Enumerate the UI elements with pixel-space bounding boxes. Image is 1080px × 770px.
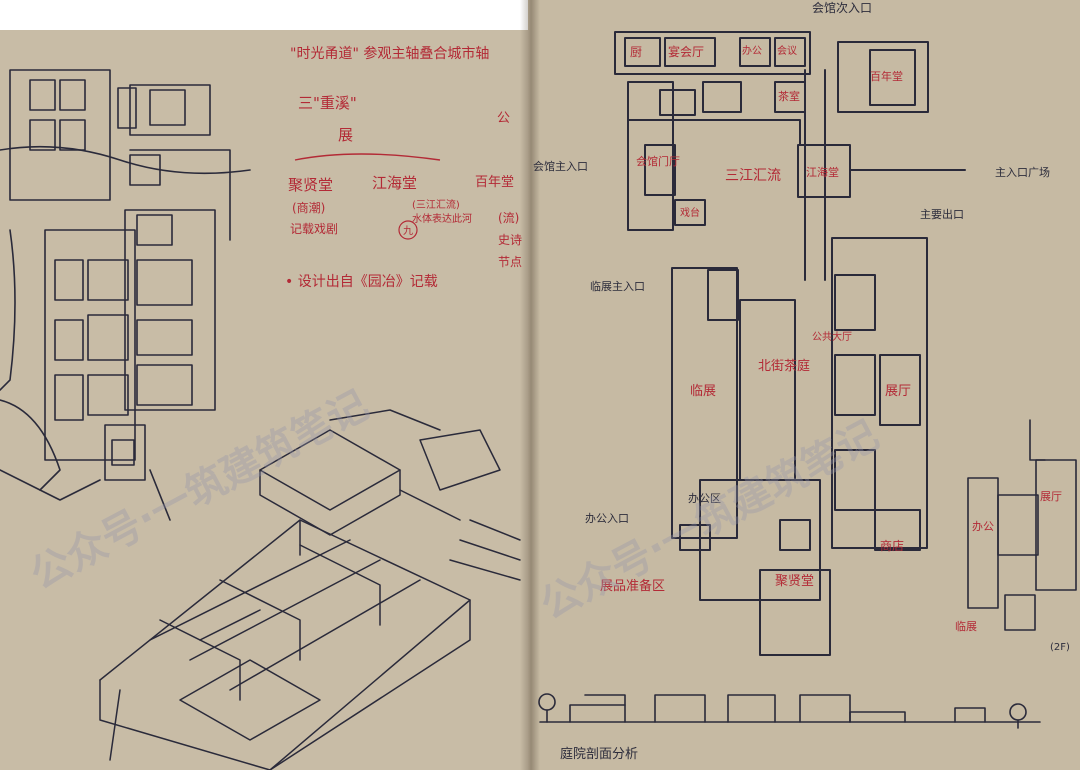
note-circle [398, 220, 418, 240]
note-sub-a1: (商潮) [292, 200, 325, 215]
note-sub-a2: 记载戏剧 [290, 222, 338, 236]
label-entrance-left: 会馆主入口 [533, 159, 588, 173]
note-circle-num: 九 [403, 225, 413, 237]
book-gutter [520, 0, 540, 770]
label-office-entrance: 办公入口 [585, 512, 629, 525]
left-plan-sketch [0, 69, 251, 521]
label-juxian-hall: 聚贤堂 [775, 574, 814, 589]
label-tea: 茶室 [778, 89, 800, 103]
note-sub-c0: 公 [497, 111, 510, 126]
label-main-exit: 主要出口 [920, 207, 964, 221]
label-north-street: 北街茶庭 [758, 358, 810, 374]
note-sub-c3: 节点 [498, 255, 522, 269]
note-sub-b1: (三江汇流) [412, 198, 460, 211]
label-main-square: 主入口广场 [995, 165, 1050, 179]
label-temp-entrance: 临展主入口 [590, 279, 645, 293]
note-sub-c1: (流) [498, 211, 519, 225]
label-small-exhibit: 展厅 [1040, 490, 1062, 503]
label-small-office: 办公 [972, 520, 994, 533]
left-perspective-sketch [99, 409, 521, 770]
label-office: 办公区 [688, 492, 721, 505]
note-dot-line: • 设计出自《园冶》记载 [285, 274, 438, 290]
label-section-title: 庭院剖面分析 [560, 746, 638, 762]
label-public-lobby: 公共大厅 [812, 330, 852, 343]
note-hall-b: 江海堂 [372, 174, 417, 192]
label-guild-hall: 会馆门厅 [636, 154, 680, 168]
note-brace [294, 153, 441, 161]
right-labels: 会馆次入口 会馆主入口 主入口广场 主要出口 临展主入口 办公入口 办公区 厨 … [533, 0, 1070, 762]
watermark-left: 公众号·一筑建筑笔记 [23, 382, 376, 599]
small-2f-plan [967, 419, 1077, 631]
note-sub-b2: 水体表达此河 [412, 212, 472, 225]
section-drawing [538, 693, 1041, 729]
label-three-rivers: 三江汇流 [725, 168, 781, 184]
label-shop: 商店 [880, 538, 904, 553]
left-notes: "时光甬道" 参观主轴叠合城市轴 三"重溪" 展 聚贤堂 江海堂 百年堂 公 (… [285, 45, 522, 290]
label-hundred-year-hall: 百年堂 [870, 69, 903, 83]
label-banquet: 宴会厅 [668, 44, 704, 59]
label-temp-exhibit: 临展 [690, 384, 716, 399]
label-jianghai: 江海堂 [806, 165, 839, 179]
note-hall-a: 聚贤堂 [288, 176, 333, 194]
label-small-temp: 临展 [955, 619, 977, 633]
note-line-3: 展 [338, 126, 353, 144]
note-hall-c: 百年堂 [475, 175, 514, 190]
label-kitchen: 厨 [630, 45, 642, 59]
note-line-1: "时光甬道" 参观主轴叠合城市轴 [290, 45, 489, 62]
right-floor-plan [614, 31, 966, 656]
note-line-2: 三"重溪" [298, 94, 357, 112]
label-stage: 戏台 [680, 206, 700, 219]
note-sub-c2: 史诗 [498, 233, 522, 247]
label-prep-area: 展品准备区 [600, 578, 665, 594]
label-meeting: 会议 [777, 44, 797, 57]
label-entrance-top: 会馆次入口 [812, 0, 872, 15]
label-office-top: 办公 [742, 44, 762, 57]
label-floor: (2F) [1050, 642, 1070, 653]
label-exhibit-hall: 展厅 [885, 384, 911, 399]
